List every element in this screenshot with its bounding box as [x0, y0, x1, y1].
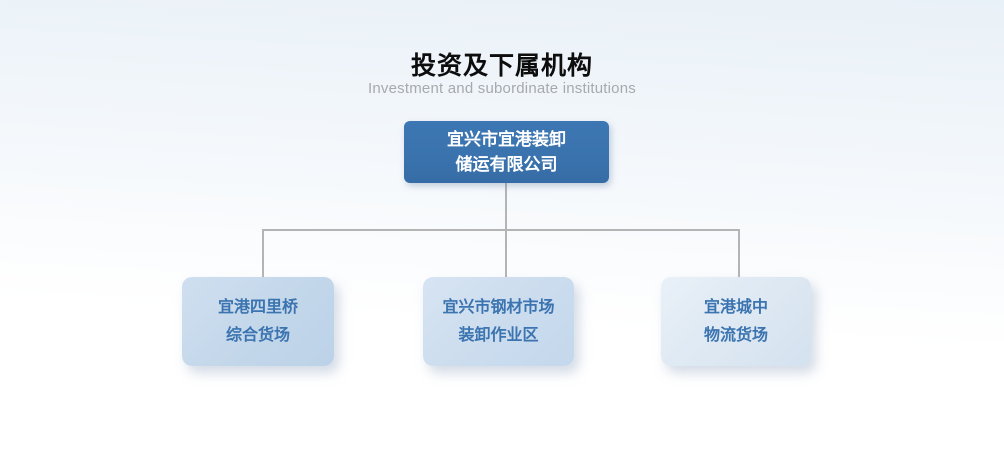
page-subtitle: Investment and subordinate institutions: [368, 80, 636, 97]
connector-horizontal: [262, 229, 740, 231]
org-node-root-label-line2: 储运有限公司: [455, 155, 558, 174]
org-node-root-label-line1: 宜兴市宜港装卸: [447, 130, 566, 149]
org-node-child-3: 宜港城中 物流货场: [661, 277, 811, 366]
org-node-child-2-label-line2: 装卸作业区: [458, 326, 539, 344]
org-node-child-2: 宜兴市钢材市场 装卸作业区: [423, 277, 574, 366]
org-node-child-3-label-line1: 宜港城中: [703, 298, 768, 316]
org-node-child-2-label-line1: 宜兴市钢材市场: [442, 298, 555, 316]
page-title: 投资及下属机构: [410, 52, 593, 80]
connector-drop-right: [738, 229, 740, 277]
org-node-child-1: 宜港四里桥 综合货场: [182, 277, 334, 366]
org-node-child-1-label-line1: 宜港四里桥: [217, 298, 298, 316]
connector-drop-left: [262, 229, 264, 277]
org-node-child-1-label-line2: 综合货场: [225, 326, 290, 344]
org-node-root: 宜兴市宜港装卸 储运有限公司: [404, 121, 609, 183]
org-node-child-3-label-line2: 物流货场: [703, 326, 768, 344]
